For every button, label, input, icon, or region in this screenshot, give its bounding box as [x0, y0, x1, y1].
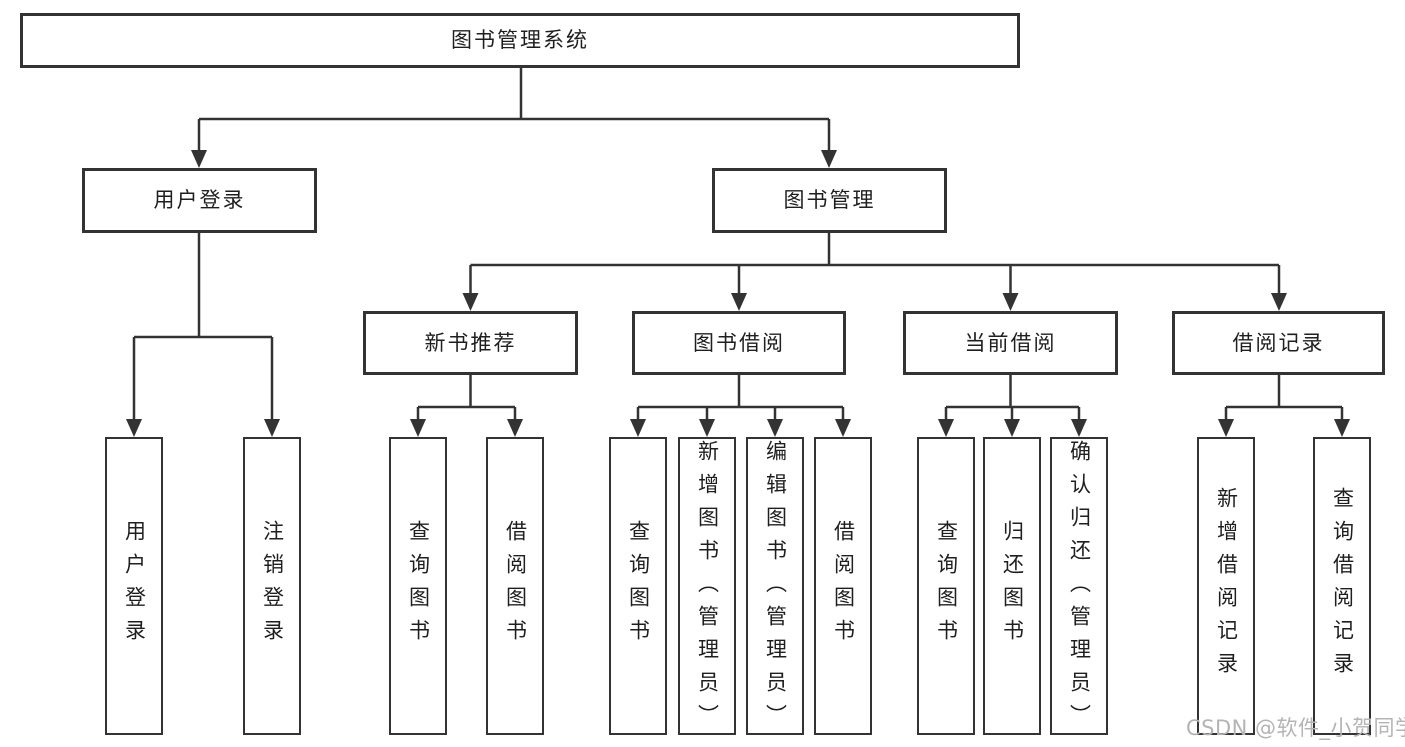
connector-new-book-recommend — [410, 375, 523, 437]
connector-borrow-records-lines — [1224, 375, 1344, 421]
node-borrow-records: 借阅记录 — [1172, 311, 1385, 375]
leaf-borrow-books: 借阅图书 — [814, 437, 872, 735]
arrow-down-icon — [462, 293, 479, 311]
node-label: 查询图书 — [406, 520, 431, 652]
connector-borrow-records — [1218, 375, 1350, 437]
leaf-user-login: 用户登录 — [105, 437, 163, 735]
node-label: 新增借阅记录 — [1214, 487, 1239, 685]
arrow-down-icon — [1071, 419, 1087, 437]
node-label: 当前借阅 — [964, 330, 1057, 355]
leaf-confirm-return-admin: 确认归还（管理员） — [1050, 437, 1108, 737]
leaf-logout: 注销登录 — [243, 437, 301, 735]
node-label: 注销登录 — [260, 520, 285, 652]
node-label: 借阅图书 — [503, 520, 528, 652]
connector-book-borrow-lines — [636, 375, 845, 421]
arrow-down-icon — [1004, 419, 1020, 437]
arrow-down-icon — [1271, 293, 1287, 311]
node-label: 查询借阅记录 — [1330, 487, 1355, 685]
connector-book-management-lines — [469, 233, 1281, 295]
node-label: 借阅图书 — [831, 520, 856, 652]
connector-user-login-lines — [132, 233, 274, 421]
node-label: 借阅记录 — [1232, 330, 1325, 355]
arrow-down-icon — [835, 419, 851, 437]
watermark: CSDN @软件_小贺同学 — [1186, 716, 1405, 740]
node-label: 查询图书 — [934, 520, 959, 652]
arrow-down-icon — [1002, 293, 1019, 311]
connector-book-management — [462, 233, 1287, 311]
leaf-query-books-current: 查询图书 — [917, 437, 975, 735]
arrow-down-icon — [1334, 419, 1350, 437]
node-library-system: 图书管理系统 — [20, 13, 1020, 68]
node-current-borrow: 当前借阅 — [903, 311, 1118, 375]
arrow-down-icon — [767, 419, 783, 437]
node-label: 确认归还（管理员） — [1067, 440, 1092, 737]
leaf-query-books-borrow: 查询图书 — [609, 437, 667, 735]
arrow-down-icon — [821, 150, 837, 168]
leaf-return-books: 归还图书 — [983, 437, 1041, 735]
arrow-down-icon — [126, 419, 142, 437]
connector-root — [191, 68, 837, 168]
connector-current-borrow — [938, 375, 1087, 437]
node-label: 图书管理系统 — [451, 28, 589, 52]
node-book-borrow: 图书借阅 — [632, 311, 846, 375]
node-book-management: 图书管理 — [712, 168, 947, 233]
node-label: 用户登录 — [122, 520, 147, 652]
node-label: 用户登录 — [153, 188, 246, 212]
node-label: 新书推荐 — [424, 330, 517, 355]
arrow-down-icon — [699, 419, 715, 437]
arrow-down-icon — [191, 150, 207, 168]
connector-book-borrow — [630, 375, 851, 437]
connector-user-login — [126, 233, 280, 437]
node-label: 新增图书（管理员） — [695, 440, 720, 737]
leaf-query-books-recommend: 查询图书 — [389, 437, 447, 735]
connector-root-lines — [197, 68, 831, 152]
leaf-add-books-admin: 新增图书（管理员） — [678, 437, 736, 737]
arrow-down-icon — [630, 419, 646, 437]
node-label: 归还图书 — [1000, 520, 1025, 652]
node-label: 查询图书 — [626, 520, 651, 652]
node-label: 图书管理 — [783, 188, 876, 212]
connector-current-borrow-lines — [944, 375, 1081, 421]
leaf-borrow-books-recommend: 借阅图书 — [486, 437, 544, 735]
arrow-down-icon — [507, 419, 523, 437]
arrow-down-icon — [1218, 419, 1234, 437]
connector-new-book-recommend-lines — [416, 375, 517, 421]
arrow-down-icon — [731, 293, 747, 311]
arrow-down-icon — [938, 419, 954, 437]
leaf-add-borrow-record: 新增借阅记录 — [1197, 437, 1255, 735]
arrow-down-icon — [410, 419, 426, 437]
node-label: 编辑图书（管理员） — [763, 440, 788, 737]
leaf-edit-books-admin: 编辑图书（管理员） — [746, 437, 804, 737]
node-label: 图书借阅 — [693, 330, 785, 355]
node-new-book-recommend: 新书推荐 — [363, 311, 578, 375]
arrow-down-icon — [264, 419, 280, 437]
node-user-login: 用户登录 — [82, 168, 317, 233]
leaf-query-borrow-record: 查询借阅记录 — [1313, 437, 1371, 735]
